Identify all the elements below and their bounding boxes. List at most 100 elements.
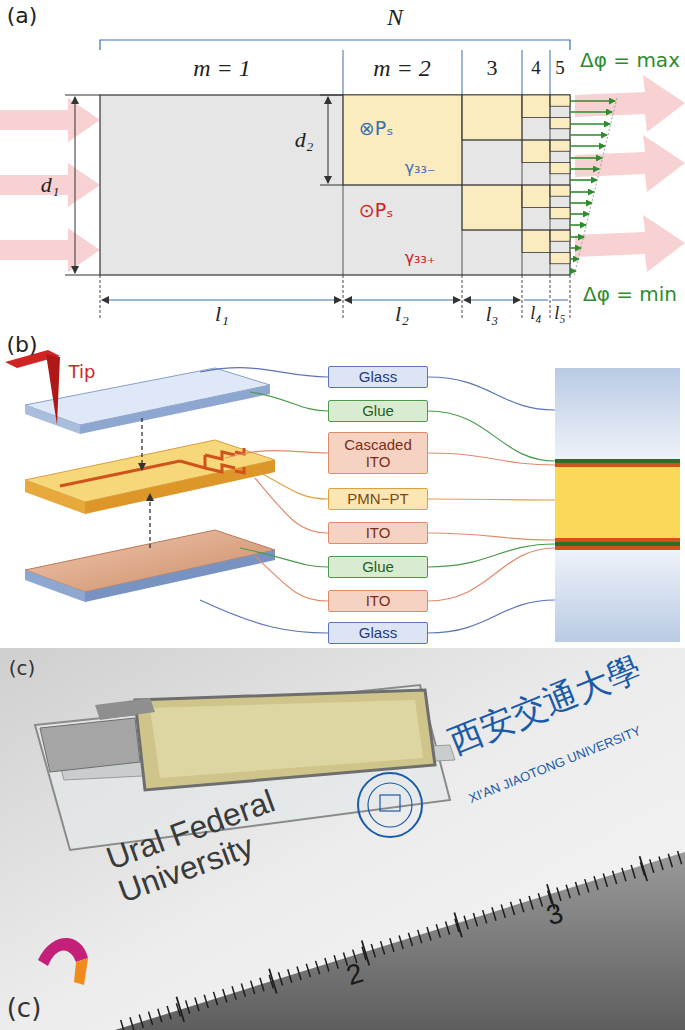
emblem-ring [358, 773, 422, 837]
panel-label: (c) [9, 657, 36, 679]
separator-line [550, 50, 551, 95]
electrode-trace [180, 455, 205, 468]
phase-label: Δφ = max [580, 49, 680, 71]
segment-label: 4 [531, 58, 541, 79]
dimension-arrow [328, 97, 329, 183]
segment-label: 3 [487, 56, 498, 80]
separator-line [522, 50, 523, 95]
electrode-trace [60, 461, 180, 486]
ruler-major-ticks [122, 856, 685, 1027]
ruler-ticks [122, 856, 685, 1027]
phase-arrow [570, 111, 612, 113]
glass-layer [555, 368, 680, 459]
coefficient-label: γ₃₃₋ [405, 159, 436, 177]
leader-line [200, 600, 328, 633]
guide-line [462, 275, 463, 318]
beam-arrow [0, 163, 100, 207]
phase-arrow [570, 236, 584, 238]
layer-name: PMN−PT [347, 490, 408, 507]
phase-arrow [570, 179, 597, 181]
layer-box: Glass [328, 622, 428, 644]
layer-box: PMN−PT [328, 488, 428, 510]
leader-line [250, 392, 328, 411]
leader-line [428, 453, 555, 465]
domain-cell [522, 230, 550, 253]
domain-wall [343, 185, 570, 186]
slab-side [25, 570, 85, 602]
phase-arrows [570, 101, 615, 271]
layer-name: Glue [362, 402, 394, 419]
beam-arrow [0, 228, 100, 272]
layer-name: ITO [366, 524, 391, 541]
glue-layer [555, 459, 680, 463]
layer-name: Glass [359, 368, 397, 385]
phase-label: Δφ = min [583, 283, 677, 305]
domain-cell [550, 95, 570, 106]
leader-line [428, 533, 555, 540]
phase-arrow [570, 224, 586, 226]
dimension-arrow [345, 300, 460, 301]
dimension-tick [320, 185, 343, 186]
ural-logo [38, 938, 88, 985]
domain-cell [550, 140, 570, 151]
slab-side [25, 405, 80, 434]
leader-line [225, 451, 328, 458]
dimension-tick [65, 95, 100, 96]
wire-contact [95, 698, 155, 720]
part-label: Tip [69, 362, 96, 382]
assembly-arrow [149, 494, 150, 548]
domain-cell [522, 95, 550, 118]
electrode-pad [40, 718, 140, 772]
dimension-label: l₂ [395, 302, 409, 326]
panel-label: (a) [7, 4, 38, 28]
slab-side [25, 480, 85, 514]
phase-arrow [570, 157, 602, 159]
domain-cell [550, 185, 570, 196]
domain-cell [343, 95, 462, 185]
domain-cell [462, 185, 522, 230]
leader-line [255, 478, 328, 533]
ito-layer [555, 463, 680, 467]
segment-separators [343, 50, 550, 95]
wavefront-line [574, 98, 617, 276]
leader-line [200, 368, 328, 377]
phase-arrow [570, 134, 607, 136]
glass-layer [555, 550, 680, 642]
guide-line [522, 275, 523, 318]
leader-line [428, 499, 555, 500]
domain-cell [550, 230, 570, 241]
crystal-body [100, 95, 570, 275]
domain-cell [550, 208, 570, 219]
layer-box: ITO [328, 522, 428, 544]
leader-line [255, 556, 328, 601]
segment-label: m = 1 [193, 55, 251, 81]
panel-label: (b) [6, 333, 37, 357]
separator-line [343, 50, 344, 95]
phase-arrow [570, 258, 579, 260]
dimension-label: l₃ [486, 303, 499, 325]
phase-arrow [570, 100, 615, 102]
leader-line [240, 548, 328, 567]
n-bracket [100, 40, 570, 50]
assembly-arrow [141, 418, 142, 470]
leader-line [255, 470, 328, 499]
guide-line [100, 275, 101, 318]
separator-line [462, 50, 463, 95]
polarization-label: ⊗Pₛ [359, 118, 393, 139]
phase-arrow [570, 145, 605, 147]
ito-layer [555, 538, 680, 542]
domain-walls [343, 95, 570, 275]
domain-cell [462, 95, 522, 140]
leader-line [428, 544, 555, 567]
leader-line [428, 377, 555, 410]
beam-arrow [575, 215, 685, 272]
dimension-label: l₁ [215, 302, 229, 326]
phase-arrow [570, 247, 581, 249]
polarization-label: ⊙Pₛ [359, 200, 393, 221]
layer-name: ITO [366, 592, 391, 609]
length-guides [100, 275, 570, 318]
domain-wall [462, 140, 570, 141]
slab-front [80, 385, 270, 434]
